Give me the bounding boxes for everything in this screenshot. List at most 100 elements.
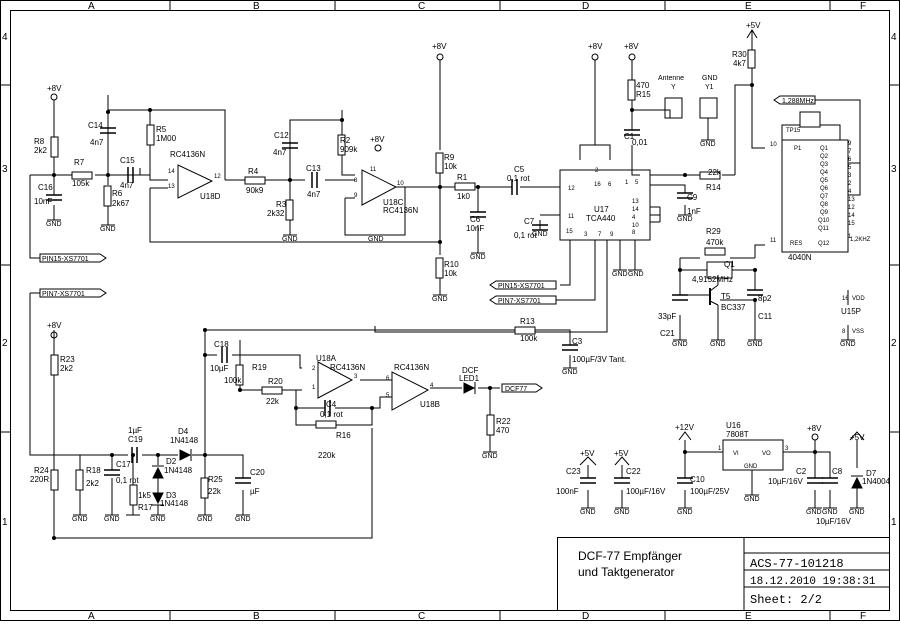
capacitor-c11 xyxy=(747,289,763,296)
label-c12-ref: C12 xyxy=(274,131,289,140)
label-c19-val: 1µF xyxy=(128,426,142,435)
opamps xyxy=(177,164,430,411)
net-antenne: Antenne xyxy=(658,75,684,82)
label-r20-ref: R20 xyxy=(268,377,283,386)
label-led1-val: DCF xyxy=(462,366,479,375)
capacitor-c4 xyxy=(324,400,331,416)
crystal-q1 xyxy=(706,261,733,279)
supply-5v: +5V xyxy=(746,21,761,30)
label-c17-ref: C17 xyxy=(116,460,131,469)
label-c1-ref: C1 xyxy=(624,132,635,141)
gnd-label: GND xyxy=(849,509,865,516)
pin-number: 13 xyxy=(848,197,855,203)
pin-number: Q12 xyxy=(818,241,830,247)
diode-d4 xyxy=(179,449,192,461)
pin-number: Q2 xyxy=(820,154,829,160)
label-c10-ref: C10 xyxy=(690,475,705,484)
label-r5-val: 1M00 xyxy=(156,134,177,143)
pin-number: 1 xyxy=(718,446,722,452)
doc-number: ACS-77-101218 xyxy=(750,557,844,571)
gnd-label: GND xyxy=(235,516,251,523)
resistor-r22 xyxy=(486,414,495,436)
row-label-right: 4 xyxy=(891,32,897,43)
gnd-labels: GND GND GND GND GND GND GND GND GND GND … xyxy=(46,141,865,523)
label-u15p-ref: U15P xyxy=(841,307,861,316)
label-r19-val: 100k xyxy=(224,376,242,385)
pin-number: 13 xyxy=(632,199,639,205)
pin-number: RES xyxy=(790,241,802,247)
label-r22-ref: R22 xyxy=(496,417,511,426)
pin-number: VI xyxy=(733,451,739,457)
label-r10-ref: R10 xyxy=(444,260,459,269)
pin-number: 8 xyxy=(632,230,636,236)
label-r2-ref: R2 xyxy=(340,136,351,145)
sheet-number: Sheet: 2/2 xyxy=(750,593,822,607)
pin-number: 12 xyxy=(848,205,855,211)
resistors xyxy=(50,49,756,506)
label-t5-ref: T5 xyxy=(721,292,731,301)
label-r14-ref: R14 xyxy=(706,183,721,192)
capacitor-c22 xyxy=(614,477,630,484)
title-block: DCF-77 Empfänger und Taktgenerator ACS-7… xyxy=(557,537,890,611)
resistor-r7 xyxy=(71,171,93,180)
capacitor-c16 xyxy=(46,194,62,201)
label-r30-val: 4k7 xyxy=(733,59,746,68)
net-y1: Y1 xyxy=(705,84,714,91)
pin-number: 1 xyxy=(312,385,316,391)
label-c13-ref: C13 xyxy=(306,164,321,173)
pin-number: 9 xyxy=(610,232,614,238)
label-c20-ref: C20 xyxy=(250,468,265,477)
label-c19-ref: C19 xyxy=(128,435,143,444)
pin-number: 11 xyxy=(770,238,777,244)
label-r22-val: 470 xyxy=(496,426,510,435)
label-c5-ref: C5 xyxy=(514,165,525,174)
row-label-left: 4 xyxy=(2,32,8,43)
label-u18b-ref: U18B xyxy=(420,400,440,409)
label-c4-ref: C4 xyxy=(326,400,337,409)
net-gnd-conn: GND xyxy=(702,75,718,82)
resistor-r29 xyxy=(704,247,726,256)
col-label-bottom: D xyxy=(582,611,589,621)
supply-8v: +8V xyxy=(47,321,62,330)
junctions xyxy=(52,83,817,540)
label-c21-val: 33pF xyxy=(658,312,676,321)
gnd-label: GND xyxy=(104,516,120,523)
col-label-bottom: E xyxy=(745,611,752,621)
label-c15-val: 4n7 xyxy=(120,181,134,190)
label-c23-ref: C23 xyxy=(566,467,581,476)
label-d7-ref: D7 xyxy=(866,469,877,478)
label-r23-val: 2k2 xyxy=(60,364,73,373)
label-c4-val: 0,1 rot xyxy=(320,410,343,419)
label-c21-ref: C21 xyxy=(660,329,675,338)
capacitor-c14 xyxy=(100,127,116,134)
capacitor-c8 xyxy=(822,477,838,484)
diodes xyxy=(152,382,863,506)
net-pin15-mid: PIN15-XS7701 xyxy=(498,283,545,290)
resistor-r20 xyxy=(261,386,283,395)
label-r6-val: 2k67 xyxy=(112,199,130,208)
label-r29-val: 470k xyxy=(706,238,724,247)
pin-number: VO xyxy=(762,451,771,457)
col-label-bottom: B xyxy=(253,611,260,621)
pin-number: P1 xyxy=(794,146,802,152)
label-r19-ref: R19 xyxy=(252,363,267,372)
pin-number: 3 xyxy=(848,173,852,179)
label-c10-val: 100µF/25V xyxy=(690,487,730,496)
label-d2-ref: D2 xyxy=(166,457,177,466)
gnd-label: GND xyxy=(470,254,486,261)
col-label-bottom: A xyxy=(88,611,95,621)
pin-number: 16 xyxy=(594,182,601,188)
capacitor-c3 xyxy=(562,344,578,351)
ic-u17 xyxy=(559,169,651,241)
label-c14-ref: C14 xyxy=(88,121,103,130)
capacitor-c18 xyxy=(221,347,228,363)
pin-number: 3 xyxy=(584,232,588,238)
label-c2-ref: C2 xyxy=(796,467,807,476)
net-pin15-left: PIN15-XS7701 xyxy=(42,256,89,263)
pin-number: Q5 xyxy=(820,178,829,184)
label-c7-ref: C7 xyxy=(524,217,535,226)
gnd-label: GND xyxy=(282,236,298,243)
ics xyxy=(559,97,849,471)
pin-number: 15 xyxy=(566,229,573,235)
col-label-top: D xyxy=(582,1,589,12)
